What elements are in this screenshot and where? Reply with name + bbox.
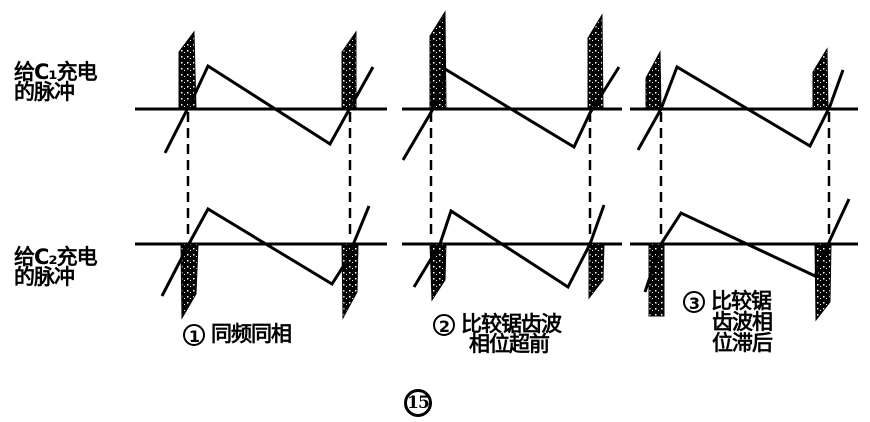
pulse-2b (587, 13, 604, 110)
label-c1-line2: 的脉冲 (14, 80, 75, 104)
caption-case-1: 1 同频同相 (183, 322, 292, 346)
pulse-1b (341, 30, 357, 110)
label-c2-line2: 的脉冲 (14, 265, 75, 289)
caption-2-line1: 比较锯齿波 (461, 312, 562, 336)
figure-number: 15 (404, 389, 432, 417)
saw-2-bottom (412, 204, 606, 290)
label-c1-line1: 给C₁充电 (14, 60, 98, 84)
pulse-3a-bottom (648, 243, 665, 317)
saw-2-top (401, 66, 621, 161)
saw-1-top (163, 63, 375, 154)
circled-number-2: 2 (433, 314, 455, 336)
caption-case-3: 3 比较锯 (683, 289, 772, 313)
caption-3-line3: 位滞后 (712, 331, 773, 355)
saw-3-top (636, 64, 845, 151)
c1-pulses (178, 10, 829, 110)
pulse-1a-bottom (180, 243, 199, 320)
caption-3-line2: 齿波相 (712, 310, 773, 334)
caption-3-line3-box: 位滞后 (712, 331, 773, 355)
alignment-lines (186, 112, 831, 240)
caption-3-line2-box: 齿波相 (712, 310, 773, 334)
caption-2-line2-box: 相位超前 (469, 332, 550, 356)
saw-1-bottom (160, 205, 371, 297)
label-c2-line1: 给C₂充电 (14, 245, 98, 269)
pulse-2a (429, 10, 447, 110)
pulse-2b-bottom (588, 243, 605, 300)
pulse-3a (645, 50, 662, 110)
circled-number-3: 3 (683, 291, 705, 313)
axes (135, 107, 858, 246)
caption-case-2: 2 比较锯齿波 (433, 312, 562, 336)
pulse-1a (178, 30, 197, 110)
caption-2-line2: 相位超前 (469, 332, 550, 356)
caption-3-line1: 比较锯 (711, 289, 772, 313)
caption-1-line1: 同频同相 (211, 322, 292, 346)
pulse-3b (812, 47, 829, 110)
pulse-2a-bottom (429, 243, 447, 302)
circled-number-1: 1 (183, 324, 205, 346)
sawtooth-waves (160, 63, 851, 297)
saw-3-bottom (643, 198, 851, 293)
